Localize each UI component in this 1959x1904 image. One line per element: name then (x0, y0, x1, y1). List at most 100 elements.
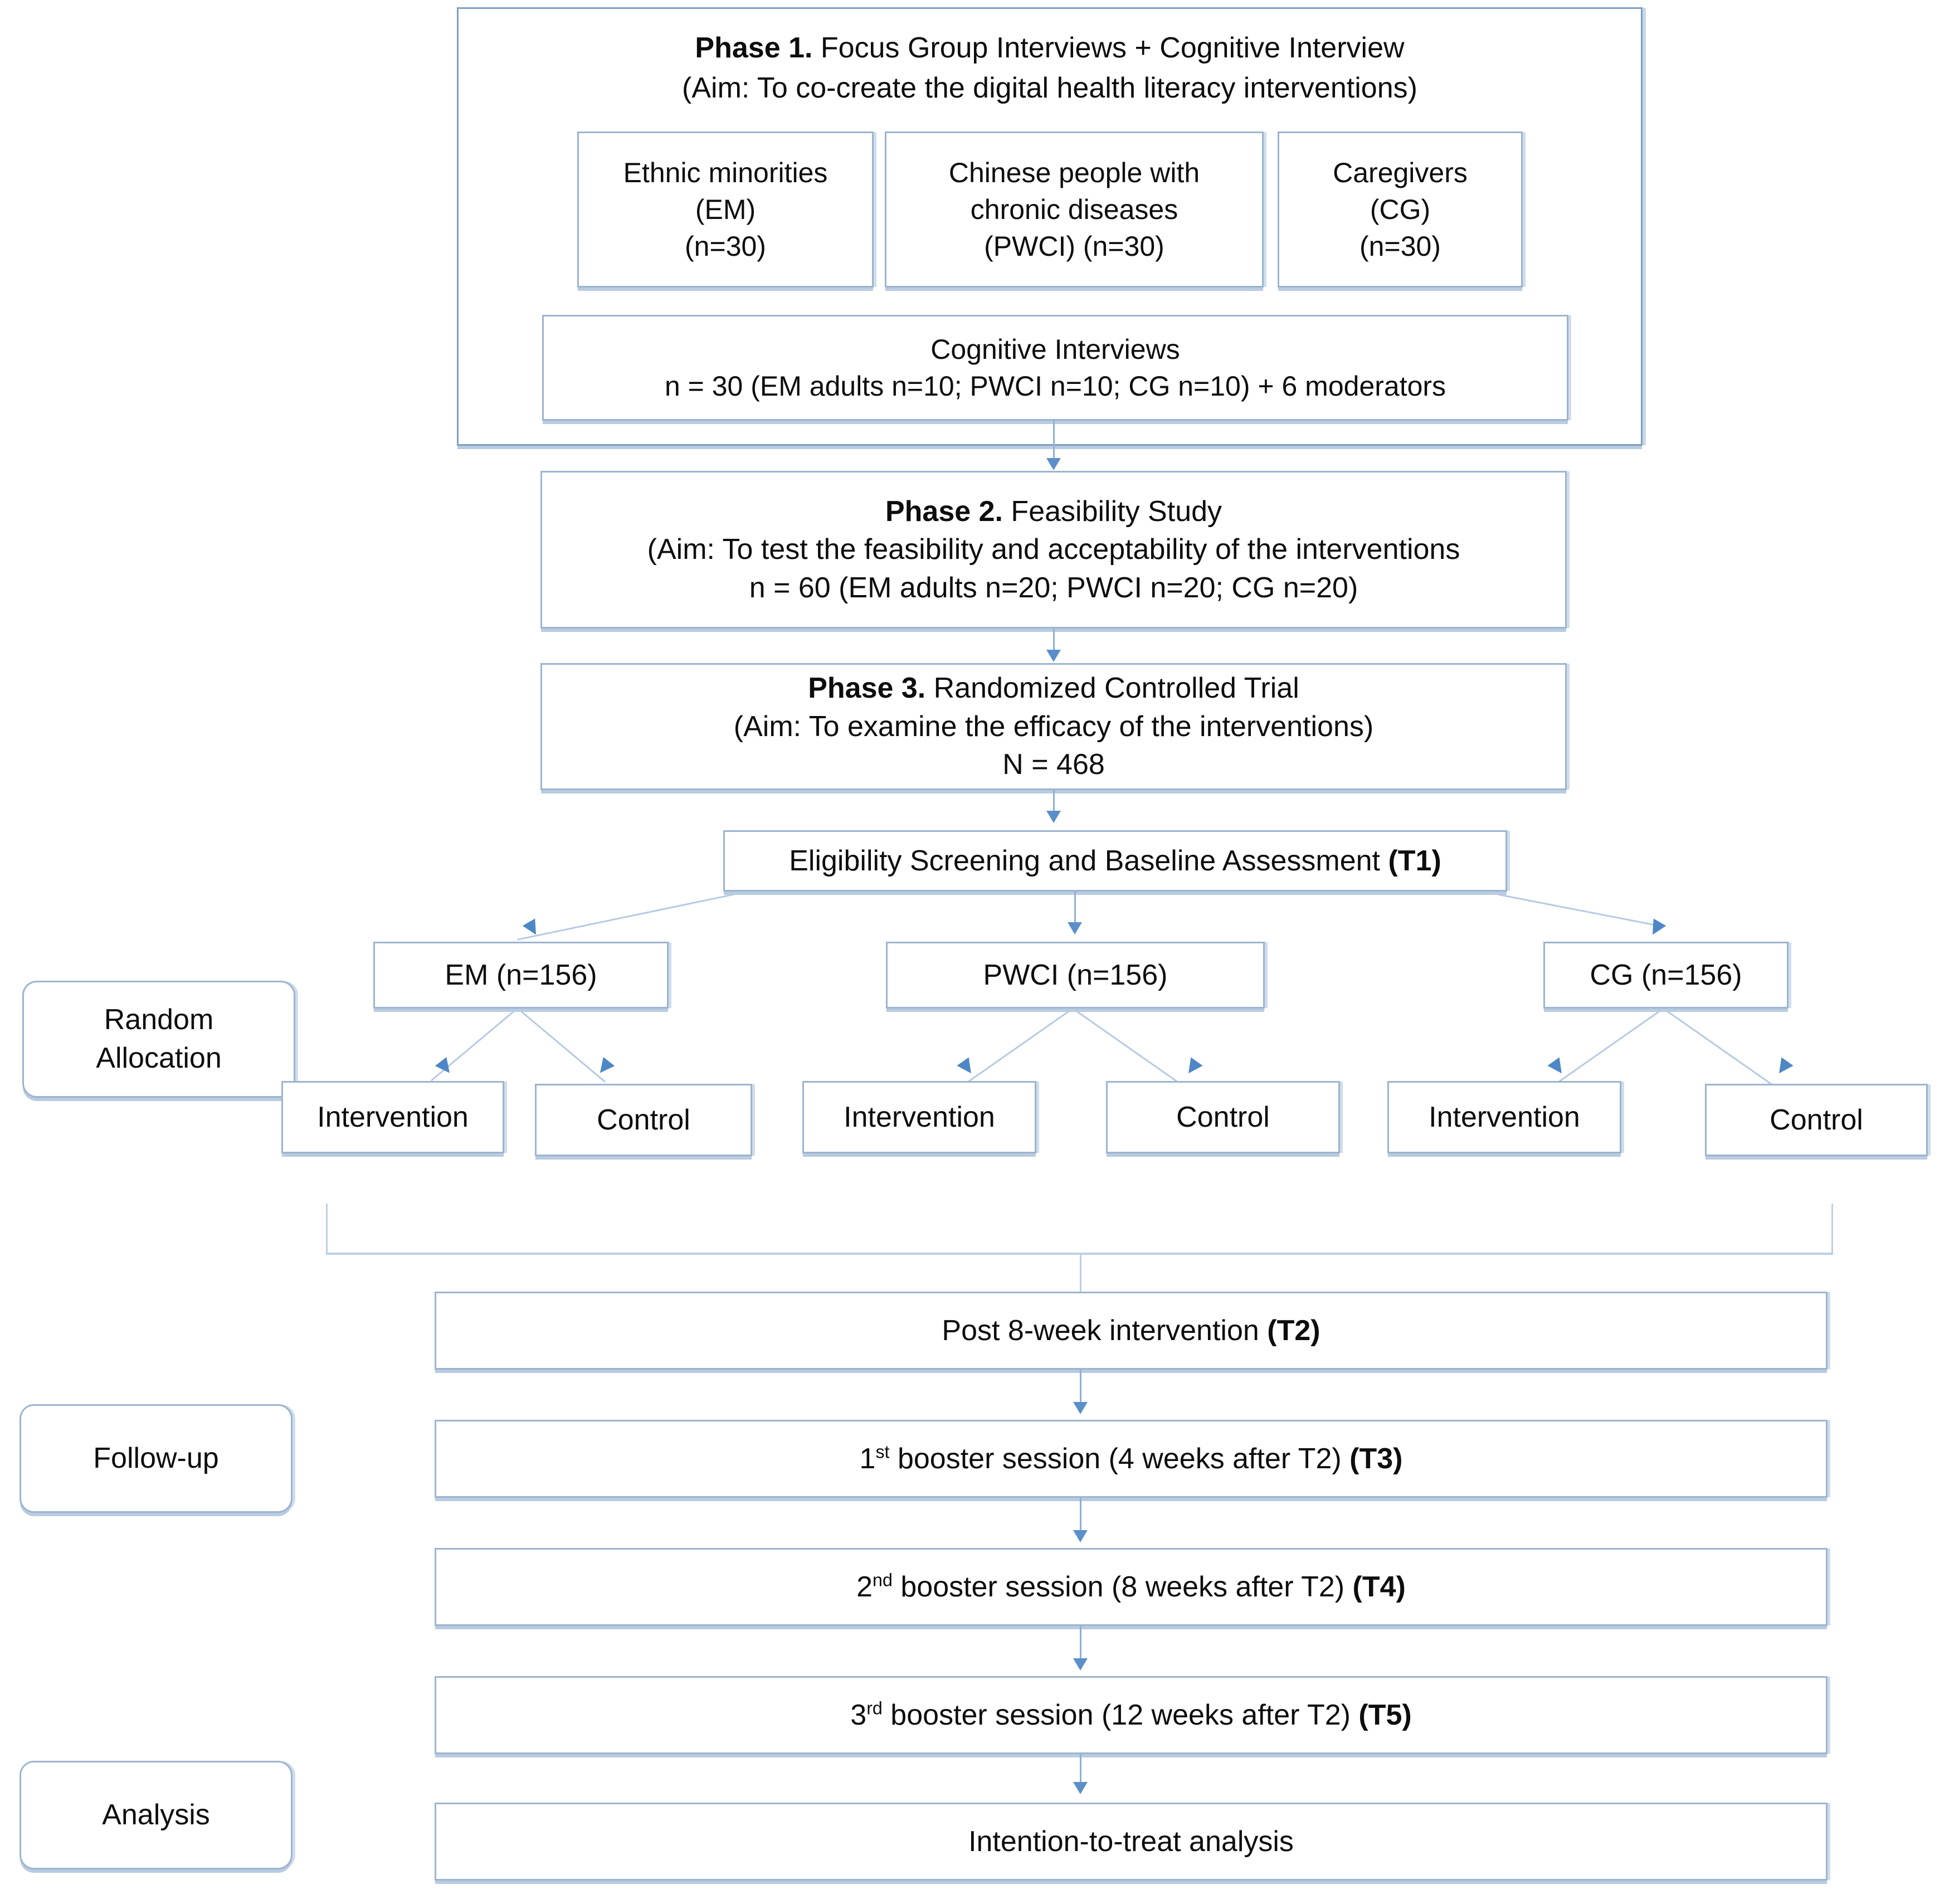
phase1-group-pwci: Chinese people with chronic diseases (PW… (885, 132, 1264, 288)
phase1-group-em-line2: (EM) (695, 194, 756, 225)
phase3-heading-bold: Phase 3. (808, 672, 926, 705)
followup-step-t3: 1st booster session (4 weeks after T2) (… (435, 1420, 1828, 1498)
allocation-arm-em-control: Control (535, 1084, 752, 1156)
allocation-arm-cg-control-label: Control (1770, 1103, 1863, 1136)
connector-em-control (519, 1010, 606, 1083)
eligibility-screening-text: Eligibility Screening and Baseline Asses… (789, 842, 1441, 880)
phase1-group-cg-line3: (n=30) (1359, 231, 1441, 262)
connector-cg-intervention (1548, 1008, 1663, 1090)
phase2-heading-rest: Feasibility Study (1002, 495, 1222, 528)
arrow-t2-t3 (1073, 1402, 1088, 1414)
followup-step-t2-timepoint: (T2) (1267, 1314, 1320, 1347)
arrow-phase1-phase2 (1046, 458, 1061, 470)
connector-eligibility-cg (1498, 894, 1663, 928)
followup-step-t5-text: 3rd booster session (12 weeks after T2) … (850, 1696, 1411, 1735)
phase1-aim: (Aim: To co-create the digital health li… (682, 72, 1417, 104)
connector-eligibility-pwci (1074, 892, 1076, 926)
arrow-cg-control (1773, 1057, 1794, 1078)
analysis-label: Analysis (102, 1799, 210, 1832)
followup-step-t4-timepoint: (T4) (1352, 1570, 1406, 1603)
followup-step-t2-pre: Post 8-week intervention (942, 1314, 1268, 1347)
followup-step-t5: 3rd booster session (12 weeks after T2) … (435, 1676, 1828, 1754)
connector-phase2-phase3 (1053, 629, 1055, 654)
connector-t2-t3 (1080, 1370, 1081, 1406)
followup-step-t2: Post 8-week intervention (T2) (435, 1292, 1828, 1370)
eligibility-screening-box: Eligibility Screening and Baseline Asses… (723, 830, 1507, 892)
phase3-heading-rest: Randomized Controlled Trial (925, 672, 1299, 705)
arrow-phase3-eligibility (1046, 811, 1061, 823)
allocation-group-pwci: PWCI (n=156) (886, 942, 1265, 1009)
allocation-arm-pwci-intervention: Intervention (802, 1081, 1036, 1153)
followup-step-t3-text: 1st booster session (4 weeks after T2) (… (860, 1440, 1403, 1478)
phase1-cognitive-interviews: Cognitive Interviews n = 30 (EM adults n… (542, 315, 1568, 421)
stage-label-random-allocation: Random Allocation (22, 981, 295, 1098)
phase2-box: Phase 2. Feasibility Study (Aim: To test… (540, 471, 1567, 629)
phase3-sample: N = 468 (1002, 748, 1105, 781)
phase1-group-em-line1: Ethnic minorities (623, 157, 828, 188)
connector-phase1-phase2 (1053, 419, 1055, 462)
phase1-heading-rest: Focus Group Interviews + Cognitive Inter… (812, 32, 1405, 64)
allocation-arm-pwci-control-label: Control (1176, 1100, 1270, 1133)
phase1-group-cg: Caregivers (CG) (n=30) (1278, 132, 1523, 288)
phase2-heading-bold: Phase 2. (885, 495, 1003, 528)
arrow-eligibility-cg (1646, 918, 1666, 939)
allocation-group-cg: CG (n=156) (1543, 942, 1789, 1009)
phase3-box: Phase 3. Randomized Controlled Trial (Ai… (540, 663, 1567, 790)
phase1-group-pwci-line3: (PWCI) (n=30) (984, 231, 1164, 262)
allocation-group-cg-label: CG (n=156) (1590, 958, 1742, 991)
follow-up-label: Follow-up (93, 1442, 219, 1475)
allocation-arm-em-intervention-label: Intervention (317, 1100, 469, 1133)
followup-step-t5-post: booster session (12 weeks after T2) (882, 1698, 1359, 1731)
phase1-group-cg-line2: (CG) (1370, 194, 1431, 225)
followup-step-t5-sup: rd (866, 1698, 883, 1718)
phase1-group-em-line3: (n=30) (685, 231, 766, 262)
connector-eligibility-em (517, 892, 741, 941)
random-allocation-line1: Random (104, 1004, 214, 1036)
allocation-arm-em-intervention: Intervention (281, 1081, 504, 1153)
connector-t3-t4 (1080, 1498, 1081, 1535)
followup-step-t3-timepoint: (T3) (1349, 1442, 1403, 1475)
allocation-arm-pwci-intervention-label: Intervention (844, 1100, 995, 1133)
phase1-heading-bold: Phase 1. (695, 32, 813, 64)
arrow-t3-t4 (1073, 1530, 1088, 1542)
phase1-group-pwci-line1: Chinese people with (948, 157, 1200, 188)
followup-step-t3-sup: st (875, 1442, 890, 1462)
followup-step-t3-post: booster session (4 weeks after T2) (889, 1442, 1350, 1475)
connector-t4-t5 (1080, 1626, 1081, 1663)
followup-step-t4: 2nd booster session (8 weeks after T2) (… (435, 1548, 1828, 1626)
phase1-container: Phase 1. Focus Group Interviews + Cognit… (457, 7, 1643, 446)
stage-label-analysis: Analysis (20, 1761, 293, 1869)
eligibility-timepoint: (T1) (1388, 844, 1441, 877)
phase1-group-em: Ethnic minorities (EM) (n=30) (577, 132, 874, 288)
analysis-text: Intention-to-treat analysis (968, 1825, 1294, 1858)
random-allocation-line2: Allocation (96, 1042, 222, 1074)
phase2-aim: (Aim: To test the feasibility and accept… (647, 533, 1460, 566)
allocation-group-em: EM (n=156) (373, 942, 669, 1009)
cognitive-interviews-line1: Cognitive Interviews (930, 334, 1180, 365)
followup-step-t3-ordinal: 1 (859, 1442, 876, 1475)
arrow-pwci-intervention (957, 1057, 977, 1078)
phase3-heading: Phase 3. Randomized Controlled Trial (808, 669, 1299, 708)
arrow-t4-t5 (1073, 1658, 1088, 1671)
phase2-sample: n = 60 (EM adults n=20; PWCI n=20; CG n=… (749, 571, 1358, 604)
followup-step-t4-post: booster session (8 weeks after T2) (892, 1570, 1353, 1603)
cognitive-interviews-line2: n = 30 (EM adults n=10; PWCI n=10; CG n=… (664, 371, 1446, 402)
stage-label-follow-up: Follow-up (20, 1404, 293, 1513)
allocation-arm-pwci-control: Control (1106, 1081, 1340, 1153)
followup-step-t4-ordinal: 2 (856, 1570, 873, 1603)
followup-step-t5-ordinal: 3 (850, 1698, 867, 1731)
allocation-arm-cg-intervention: Intervention (1387, 1081, 1621, 1153)
arrow-t5-analysis (1073, 1782, 1088, 1794)
phase3-aim: (Aim: To examine the efficacy of the int… (733, 710, 1374, 743)
arrow-pwci-control (1182, 1057, 1203, 1078)
arrow-eligibility-pwci (1068, 922, 1082, 934)
allocation-group-em-label: EM (n=156) (445, 958, 597, 991)
phase1-group-pwci-line2: chronic diseases (970, 194, 1178, 225)
connector-t5-analysis (1080, 1754, 1081, 1788)
analysis-box: Intention-to-treat analysis (435, 1803, 1828, 1881)
followup-step-t5-timepoint: (T5) (1358, 1698, 1412, 1731)
connector-bracket-t2 (1080, 1253, 1081, 1293)
arrow-cg-intervention (1547, 1057, 1568, 1078)
followup-step-t2-text: Post 8-week intervention (T2) (942, 1312, 1320, 1350)
